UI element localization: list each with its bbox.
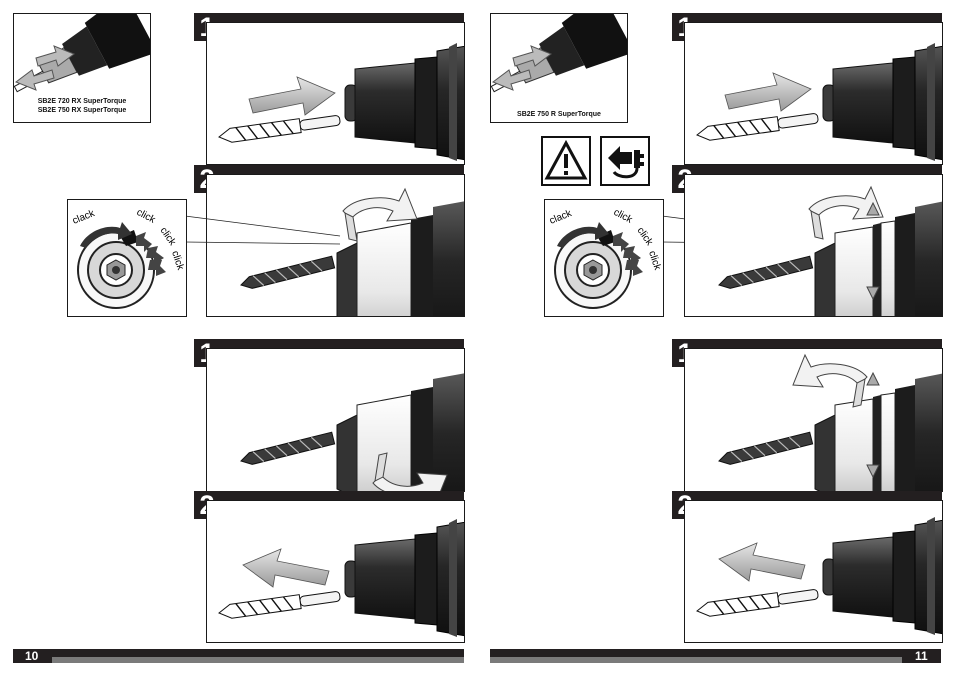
page-number: 11 (915, 649, 928, 663)
model-thumbnail-left: SB2E 720 RX SuperTorque SB2E 750 RX Supe… (13, 13, 151, 123)
model-name: SB2E 750 RX SuperTorque (37, 107, 127, 114)
panel-header-bar (672, 491, 942, 500)
dial-label-clack: clack (71, 208, 97, 227)
drill-thumbnail-illustration (491, 14, 627, 93)
step-panel-lock-sleeve (684, 174, 943, 317)
model-name: SB2E 720 RX SuperTorque (37, 98, 127, 105)
page-number: 10 (25, 649, 39, 663)
page-footer-accent (490, 657, 902, 663)
panel-header-bar (672, 165, 942, 174)
click-dial-callout: clack click click click (67, 199, 187, 317)
step-panel-remove-bit (206, 500, 465, 643)
dial-label-click: click (635, 225, 656, 248)
unplug-icon (600, 136, 650, 186)
step-panel-unlock-sleeve (684, 348, 943, 492)
dial-label-click: click (612, 207, 635, 226)
warning-triangle-icon (541, 136, 591, 186)
page-footer-accent (52, 657, 464, 663)
panel-header-bar (672, 13, 942, 22)
click-dial-callout: clack click click click (544, 199, 664, 317)
step-panel-insert-bit (206, 22, 465, 165)
panel-header-bar (672, 339, 942, 348)
panel-header-bar (194, 165, 464, 174)
model-name: SB2E 750 R SuperTorque (517, 111, 601, 118)
step-panel-unlock-sleeve (206, 348, 465, 492)
panel-header-bar (194, 339, 464, 348)
drill-thumbnail-illustration (14, 14, 150, 93)
step-panel-insert-bit (684, 22, 943, 165)
panel-header-bar (194, 491, 464, 500)
dial-label-click: click (646, 250, 663, 273)
step-panel-lock-sleeve (206, 174, 465, 317)
dial-label-clack: clack (548, 208, 574, 227)
dial-label-click: click (135, 207, 158, 226)
panel-header-bar (194, 13, 464, 22)
dial-label-click: click (169, 250, 186, 273)
model-thumbnail-right: SB2E 750 R SuperTorque (490, 13, 628, 123)
dial-label-click: click (158, 225, 179, 248)
step-panel-remove-bit (684, 500, 943, 643)
